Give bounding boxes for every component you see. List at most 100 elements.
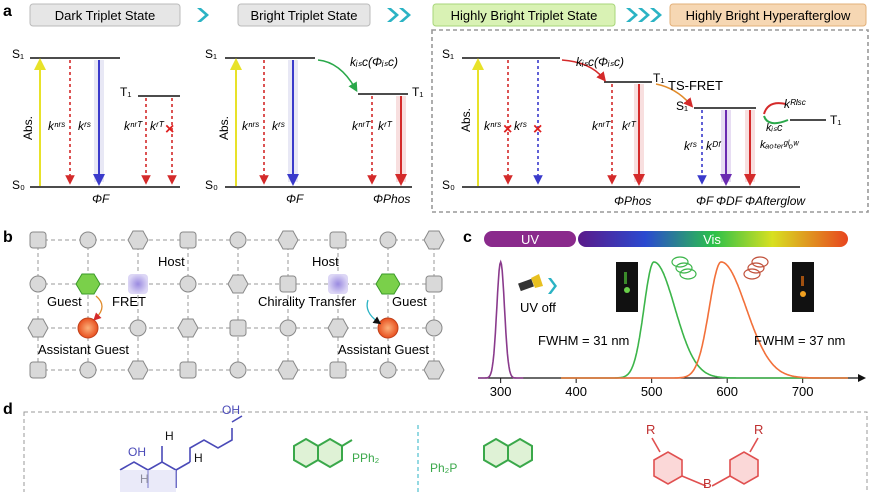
guest-molecule xyxy=(75,273,101,295)
ts-fret-label: TS-FRET xyxy=(668,78,723,93)
lattice-node xyxy=(329,361,347,379)
lattice-node xyxy=(127,230,149,250)
s0-label: S₀ xyxy=(442,178,455,192)
uv-off-label: UV off xyxy=(520,300,556,315)
lattice-node xyxy=(379,231,397,249)
x-tick-label: 400 xyxy=(565,384,587,399)
jablonski-dark: S₁ S₀ T₁ Abs. kⁿʳˢ kʳˢ kⁿʳᵀ kʳᵀ × ΦF xyxy=(12,47,180,206)
abs-label: Abs. xyxy=(217,116,231,140)
kdf-label: kᴰᶠ xyxy=(706,139,722,153)
s0-label: S₀ xyxy=(12,178,25,192)
x-tick-label: 700 xyxy=(792,384,814,399)
lattice-node xyxy=(29,231,47,249)
lattice-node xyxy=(229,231,247,249)
guest-molecule xyxy=(375,273,401,295)
panel-label-c: c xyxy=(463,229,472,246)
jablonski-bright: S₁ S₀ T₁ Abs. kⁿʳˢ kʳˢ kᵢₛc(Φᵢₛc) kⁿʳᵀ k… xyxy=(205,47,423,206)
kr-s-label: kʳˢ xyxy=(272,119,286,133)
panel-label-a: a xyxy=(3,3,12,20)
lattice-node xyxy=(229,361,247,379)
state-tab-hyperafterglow-label: Highly Bright Hyperafterglow xyxy=(686,8,851,23)
lattice-node xyxy=(79,361,97,379)
phi-f-label: ΦF xyxy=(92,192,110,206)
state-tab-highly-bright: Highly Bright Triplet State xyxy=(432,3,616,27)
uv-vis-bar: UV Vis xyxy=(484,231,848,247)
fret-label: FRET xyxy=(112,294,146,309)
phi-df-label: ΦDF xyxy=(716,194,743,208)
binap-structure: PPh₂ Ph₂P xyxy=(293,437,533,475)
lattice-node xyxy=(327,318,349,338)
fwhm-green-label: FWHM = 31 nm xyxy=(538,333,629,348)
chevron-arrow-icon xyxy=(197,8,662,22)
lattice-node xyxy=(127,360,149,380)
state-tab-dark-label: Dark Triplet State xyxy=(55,8,155,23)
panel-label-d: d xyxy=(3,401,13,418)
kr-s-label: kʳˢ xyxy=(684,139,698,153)
state-tab-bright: Bright Triplet State xyxy=(237,3,371,27)
t1-acceptor-label: T₁ xyxy=(830,113,841,127)
orange-afterglow-photo xyxy=(792,262,814,312)
h-label: H xyxy=(165,429,174,443)
phi-f-label: ΦF xyxy=(286,192,304,206)
lattice-node xyxy=(277,230,299,250)
lattice-node xyxy=(229,319,247,337)
state-tab-bright-label: Bright Triplet State xyxy=(251,8,358,23)
chirality-transfer-label: Chirality Transfer xyxy=(258,294,357,309)
host-molecule xyxy=(128,274,148,294)
bile-acid-structure: OH OH H H H xyxy=(119,403,243,492)
s1-label: S₁ xyxy=(205,47,217,61)
x-tick-label: 300 xyxy=(490,384,512,399)
kafterglow-label: kₐₒₜₑᵣᵍˡₒʷ xyxy=(760,139,800,151)
pph2-label: PPh₂ xyxy=(352,451,380,465)
lattice-node xyxy=(423,360,445,380)
fwhm-orange-label: FWHM = 37 nm xyxy=(754,333,845,348)
assistant-guest-molecule xyxy=(377,317,399,339)
lattice-node xyxy=(179,361,197,379)
kisc-label: kᵢₛc(Φᵢₛc) xyxy=(576,55,624,69)
oh-label: OH xyxy=(222,403,240,417)
lattice-node xyxy=(425,275,443,293)
kisc-label: kᵢₛc(Φᵢₛc) xyxy=(350,55,398,69)
t1-label: T₁ xyxy=(120,85,131,99)
lattice-node xyxy=(379,361,397,379)
state-tab-hyperafterglow: Highly Bright Hyperafterglow xyxy=(669,3,867,27)
knr-t-label: kⁿʳᵀ xyxy=(352,119,371,133)
lattice-node xyxy=(279,275,297,293)
jablonski-hyper: S₁ S₀ T₁ Abs. kⁿʳˢ kʳˢ × × kᵢₛc(Φᵢₛc) kⁿ… xyxy=(431,29,869,213)
boron-label: B xyxy=(703,476,712,491)
orange-helix-icon xyxy=(743,256,769,280)
lattice-node xyxy=(27,318,49,338)
state-tab-dark: Dark Triplet State xyxy=(29,3,181,27)
abs-label: Abs. xyxy=(459,108,473,132)
lattice-node xyxy=(277,360,299,380)
s1-acceptor-label: S₁ xyxy=(676,99,688,113)
lattice-node xyxy=(177,318,199,338)
host-label: Host xyxy=(158,254,185,269)
krisc-label: kᴿᴵˢᶜ xyxy=(784,97,806,111)
phi-afterglow-label: ΦAfterglow xyxy=(745,194,806,208)
ph2p-label: Ph₂P xyxy=(430,461,457,475)
state-tab-highly-bright-label: Highly Bright Triplet State xyxy=(451,8,598,23)
oh-label: OH xyxy=(128,445,146,459)
blocked-x-icon: × xyxy=(503,121,512,138)
guest-label: Guest xyxy=(392,294,427,309)
green-helix-icon xyxy=(671,256,697,280)
t1-label: T₁ xyxy=(412,85,423,99)
phi-f-label: ΦF xyxy=(696,194,714,208)
vis-label: Vis xyxy=(703,232,721,247)
kisc-acceptor-label: kᵢₛc xyxy=(766,122,783,134)
blocked-x-icon: × xyxy=(165,121,174,138)
lattice-node xyxy=(179,275,197,293)
boron-structure: R R B xyxy=(646,422,763,491)
spectrum-series-line xyxy=(478,259,524,379)
lattice-node xyxy=(227,274,249,294)
phi-phos-label: ΦPhos xyxy=(614,194,651,208)
host-molecule xyxy=(328,274,348,294)
lattice-node xyxy=(425,319,443,337)
t1-label: T₁ xyxy=(653,71,664,85)
knr-s-label: kⁿʳˢ xyxy=(48,119,66,133)
lattice-node xyxy=(423,230,445,250)
knr-s-label: kⁿʳˢ xyxy=(242,119,260,133)
